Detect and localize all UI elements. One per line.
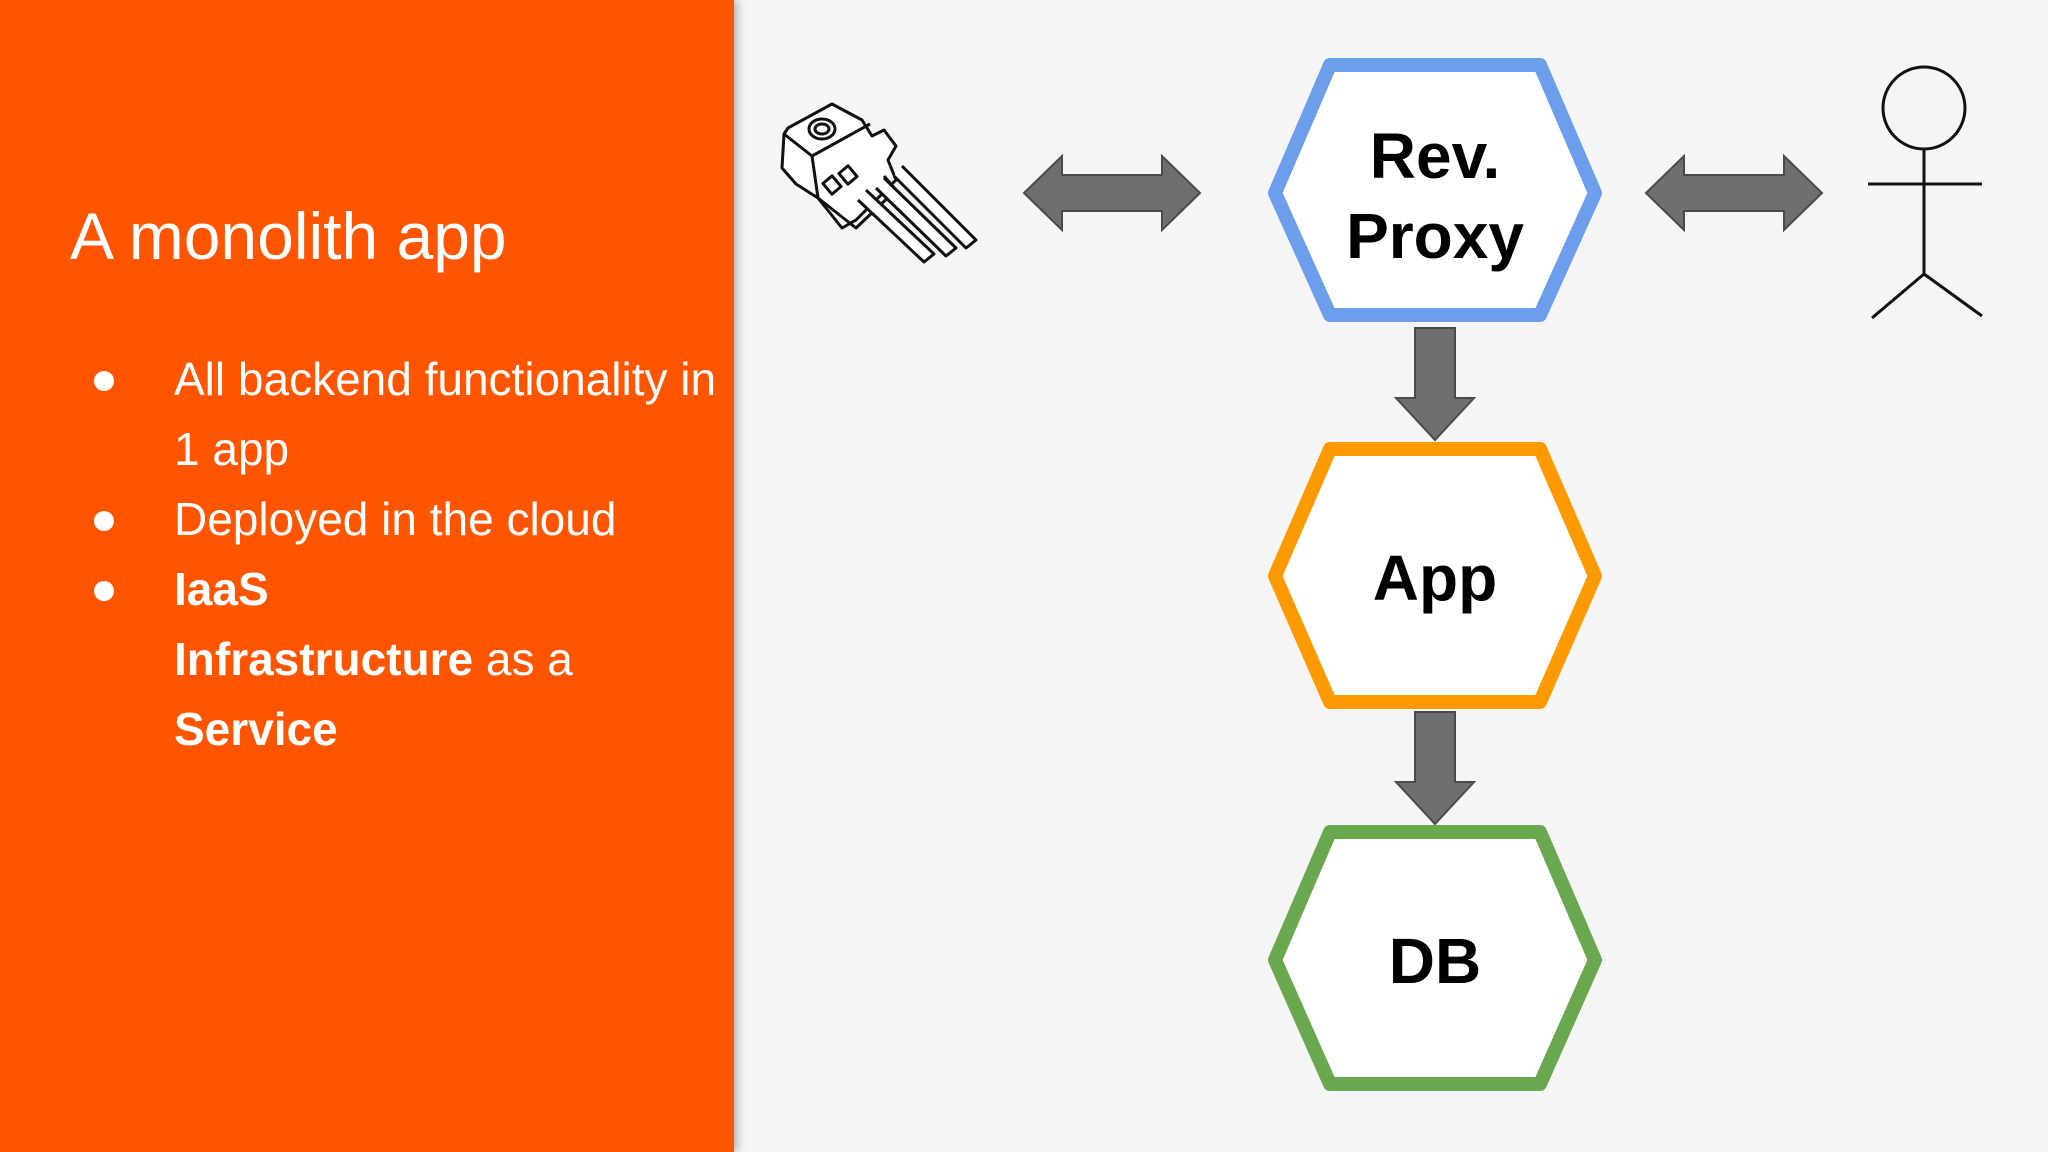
node-rev-proxy: Rev. Proxy xyxy=(1268,58,1602,322)
text-panel: A monolith app All backend functionality… xyxy=(0,0,734,1152)
transistor-lead-middle xyxy=(874,176,958,258)
bullet-dot xyxy=(94,511,114,531)
bullet-item-backend: All backend functionality in 1 app xyxy=(86,344,734,484)
bullet-list: All backend functionality in 1 app Deplo… xyxy=(86,344,734,764)
down-arrow-icon xyxy=(1393,327,1477,442)
iaas-word-service: Service xyxy=(174,703,338,755)
rev-proxy-label-line2: Proxy xyxy=(1346,200,1524,272)
double-arrow-icon xyxy=(1644,153,1824,233)
bullet-dot xyxy=(94,581,114,601)
iaas-acronym: IaaS xyxy=(174,563,269,615)
stick-figure-user-icon xyxy=(1868,65,1983,320)
transistor-hole xyxy=(807,117,837,141)
bullet-dot xyxy=(94,371,114,391)
transistor-icon xyxy=(780,102,978,264)
app-hexagon xyxy=(1268,442,1602,709)
transistor-lead-right xyxy=(892,164,978,250)
node-db: DB xyxy=(1268,825,1602,1091)
app-label: App xyxy=(1373,542,1497,614)
db-hexagon xyxy=(1268,825,1602,1091)
rev-proxy-label-line1: Rev. xyxy=(1370,120,1500,192)
user-head xyxy=(1881,65,1967,151)
slide-title: A monolith app xyxy=(70,199,507,273)
user-right-leg xyxy=(1923,272,1983,318)
iaas-word-as-a: as a xyxy=(473,633,573,685)
bullet-text: All backend functionality in 1 app xyxy=(174,353,717,475)
bullet-item-iaas: IaaS Infrastructure as a Service xyxy=(86,554,734,764)
transistor-lead-left xyxy=(856,188,936,264)
double-arrow-icon xyxy=(1022,153,1202,233)
user-left-leg xyxy=(1871,272,1925,320)
node-app: App xyxy=(1268,442,1602,709)
bullet-text: Deployed in the cloud xyxy=(174,493,617,545)
rev-proxy-hexagon xyxy=(1268,58,1602,322)
iaas-word-infrastructure: Infrastructure xyxy=(174,633,474,685)
db-label: DB xyxy=(1389,925,1481,997)
down-arrow-icon xyxy=(1393,711,1477,826)
bullet-item-cloud: Deployed in the cloud xyxy=(86,484,734,554)
